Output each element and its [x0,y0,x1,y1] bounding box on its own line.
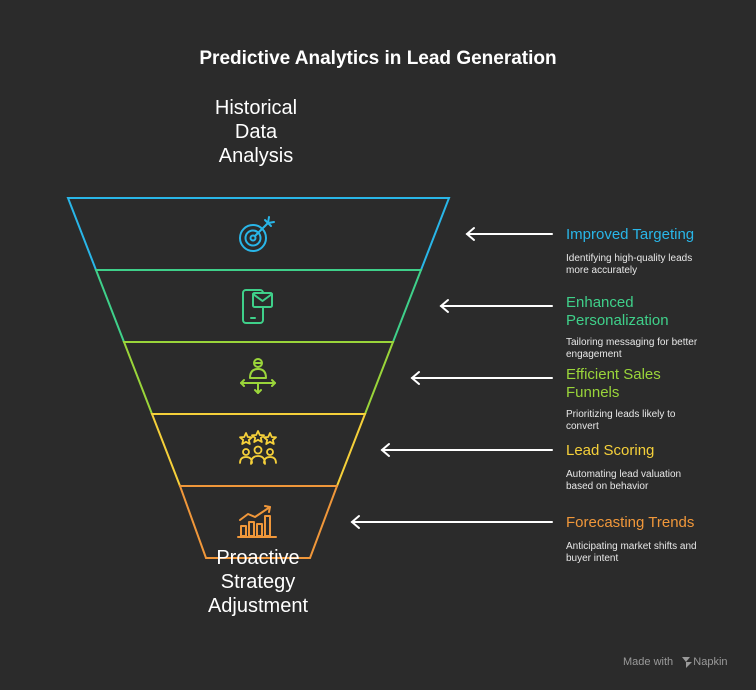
bottom-label-line-2: Strategy [220,571,296,593]
stage-5-title: Forecasting Trends [566,514,695,531]
stage-1-description: Identifying high-quality leads more accu… [566,253,693,276]
top-label-line-3: Analysis [218,145,294,167]
funnel-bottom-label: Proactive Strategy Adjustment [178,546,338,618]
stage-3-title: Efficient Sales Funnels [566,366,661,401]
star-rating-icon [239,430,277,465]
arrow-5 [350,515,553,529]
arrow-4 [380,443,553,457]
stage-5-description: Anticipating market shifts and buyer int… [566,541,697,564]
target-icon [239,216,275,252]
napkin-logo-icon [682,657,692,668]
growth-chart-icon [237,505,277,538]
brand-name: Napkin [693,656,728,668]
stage-4-title: Lead Scoring [566,442,655,459]
funnel-segment-4 [150,413,367,487]
stage-2-title: Enhanced Personalization [566,294,669,329]
made-with-text: Made with [623,656,674,668]
funnel-top-label: Historical Data Analysis [176,96,336,168]
stage-2-description: Tailoring messaging for better engagemen… [566,337,698,360]
person-arrows-icon [240,358,276,394]
bottom-label-line-3: Adjustment [207,595,309,617]
made-with-credit: Made with Napkin [623,656,728,668]
arrow-1 [465,227,553,241]
stage-3-description: Prioritizing leads likely to convert [566,409,676,432]
top-label-line-2: Data [234,121,278,143]
stage-4-description: Automating lead valuation based on behav… [566,469,682,492]
funnel-segment-5 [178,485,339,559]
mobile-mail-icon [242,289,273,324]
top-label-line-1: Historical [214,97,298,119]
arrow-3 [410,371,553,385]
stage-1-title: Improved Targeting [566,226,695,243]
bottom-label-line-1: Proactive [216,547,300,569]
arrow-2 [439,299,553,313]
diagram-title: Predictive Analytics in Lead Generation [199,48,557,69]
